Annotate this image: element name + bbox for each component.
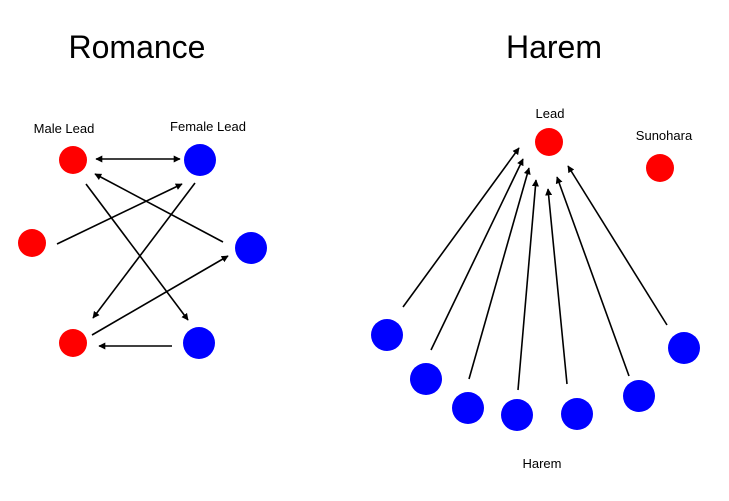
female-lead-node (184, 144, 216, 176)
romance-arrow (56, 183, 183, 245)
harem-arrow (545, 188, 568, 385)
harem-arrow (468, 167, 531, 380)
sunohara-node (646, 154, 674, 182)
female-node (183, 327, 215, 359)
female-node (235, 232, 267, 264)
harem-member-node (623, 380, 655, 412)
romance-arrow (91, 255, 229, 336)
harem-member-node (410, 363, 442, 395)
romance-arrow (85, 183, 189, 321)
romance-arrow (92, 182, 196, 319)
harem-member-node (371, 319, 403, 351)
lead-label: Lead (536, 106, 565, 121)
male-lead-label: Male Lead (34, 121, 95, 136)
harem-member-node (668, 332, 700, 364)
harem-arrow (555, 176, 630, 377)
lead-node (535, 128, 563, 156)
romance-title: Romance (69, 29, 206, 65)
harem-arrow (402, 147, 520, 308)
male-node (59, 329, 87, 357)
male-lead-node (59, 146, 87, 174)
harem-arrow (567, 165, 668, 326)
female-lead-label: Female Lead (170, 119, 246, 134)
harem-title: Harem (506, 29, 602, 65)
harem-member-node (501, 399, 533, 431)
romance-diagram: Romance Male Lead Female Lead (18, 29, 267, 359)
harem-diagram: Harem Lead Sunohara Harem (371, 29, 700, 471)
harem-member-node (452, 392, 484, 424)
harem-arrow (430, 158, 524, 351)
romance-arrow (94, 173, 224, 243)
male-node (18, 229, 46, 257)
harem-arrow (517, 179, 539, 391)
harem-group-label: Harem (522, 456, 561, 471)
harem-member-node (561, 398, 593, 430)
sunohara-label: Sunohara (636, 128, 693, 143)
